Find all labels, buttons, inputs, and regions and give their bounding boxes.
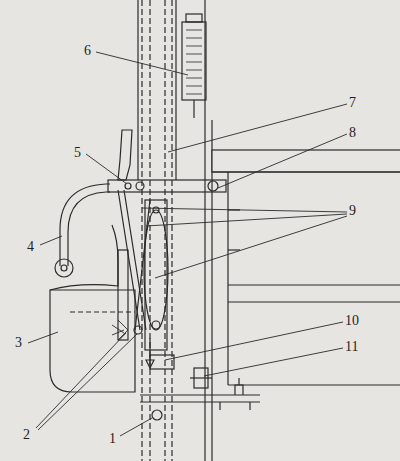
callout-number: 10 (344, 314, 360, 328)
callout-number: 8 (348, 126, 357, 140)
callout-number: 3 (14, 336, 23, 350)
linkage (112, 190, 168, 368)
hook (55, 184, 110, 277)
callout-number: 1 (108, 432, 117, 446)
block (50, 225, 135, 392)
callout-number: 7 (348, 96, 357, 110)
callout-number: 9 (348, 204, 357, 218)
spring-cylinder (182, 14, 206, 118)
lower-assembly (140, 355, 260, 420)
frame-body (212, 150, 400, 385)
callout-number: 4 (26, 240, 35, 254)
callout-number: 11 (344, 340, 359, 354)
vertical-column (138, 0, 212, 461)
lever (118, 130, 132, 180)
leader-lines (28, 52, 347, 436)
callout-number: 2 (22, 428, 31, 442)
callout-number: 6 (83, 44, 92, 58)
bracket-arm (108, 180, 226, 192)
callout-number: 5 (73, 146, 82, 160)
